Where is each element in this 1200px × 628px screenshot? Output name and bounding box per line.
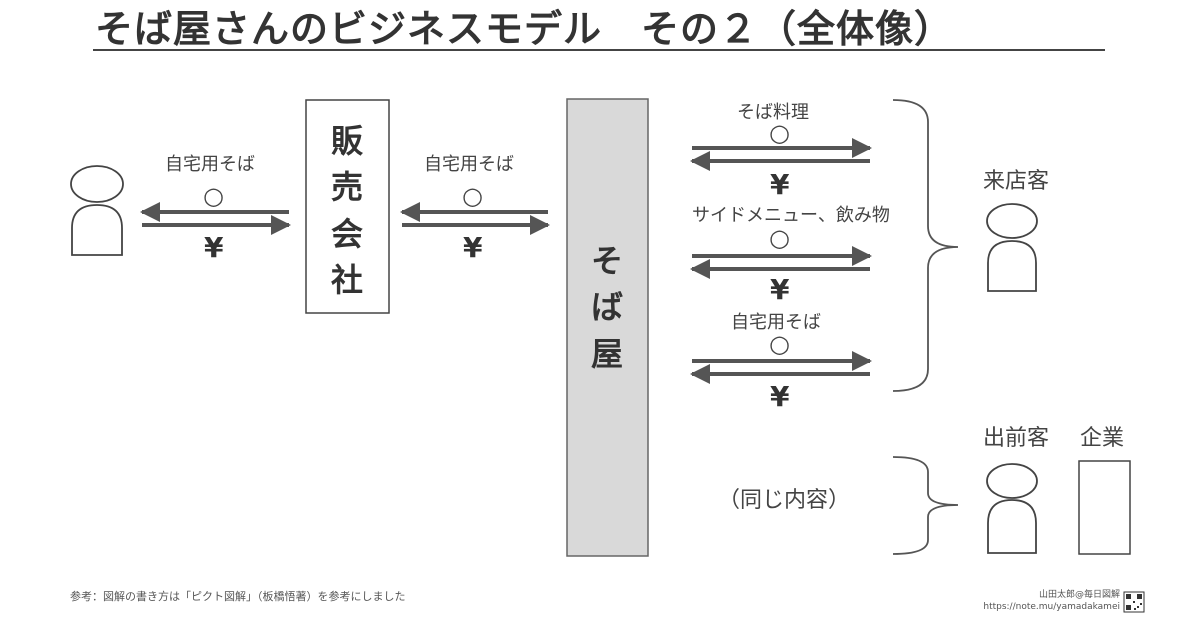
soba-shop-label: そば屋 (590, 242, 623, 373)
right-flow-3-item: 自宅用そば (731, 312, 821, 333)
right-flow-2-value-mark: ○ (769, 224, 790, 252)
middle-flow-item: 自宅用そば (424, 154, 514, 175)
person-icon-walk-in (986, 203, 1038, 292)
brace-walk-in (892, 99, 959, 392)
delivery-customers-label: 出前客 (983, 426, 1050, 451)
page-title: そば屋さんのビジネスモデル その２（全体像） (95, 7, 954, 51)
right-flow-2-money: ¥ (770, 273, 790, 306)
right-flow-3-money: ¥ (770, 380, 790, 413)
same-content-note: （同じ内容） (718, 488, 851, 513)
qr-code-icon (1123, 591, 1145, 613)
right-flow-3-value-mark: ○ (769, 330, 790, 358)
left-flow-value-mark: ○ (203, 182, 224, 210)
person-icon-delivery (986, 463, 1038, 554)
right-flow-1-item: そば料理 (737, 102, 809, 123)
credit-name: 山田太郎@毎日図解 (1038, 590, 1120, 600)
footer-reference: 参考：図解の書き方は「ピクト図解」（板橋悟著）を参考にしました (70, 590, 406, 603)
person-icon-home-customer (70, 165, 124, 256)
left-flow-item: 自宅用そば (165, 154, 255, 175)
walk-in-customers-label: 来店客 (983, 169, 1050, 194)
right-flow-1-value-mark: ○ (769, 119, 790, 147)
credit-url: https://note.mu/yamadakamei (983, 602, 1120, 612)
brace-delivery (892, 456, 959, 555)
middle-flow-value-mark: ○ (462, 182, 483, 210)
company-box (1078, 460, 1131, 555)
right-flow-1-money: ¥ (770, 168, 790, 201)
soba-shop-box (566, 98, 649, 557)
sales-company-label: 販売会社 (330, 122, 363, 300)
companies-label: 企業 (1080, 426, 1125, 451)
left-flow-money: ¥ (204, 231, 224, 264)
sales-company-box (305, 99, 390, 314)
middle-flow-money: ¥ (463, 231, 483, 264)
right-flow-2-item: サイドメニュー、飲み物 (692, 205, 890, 226)
